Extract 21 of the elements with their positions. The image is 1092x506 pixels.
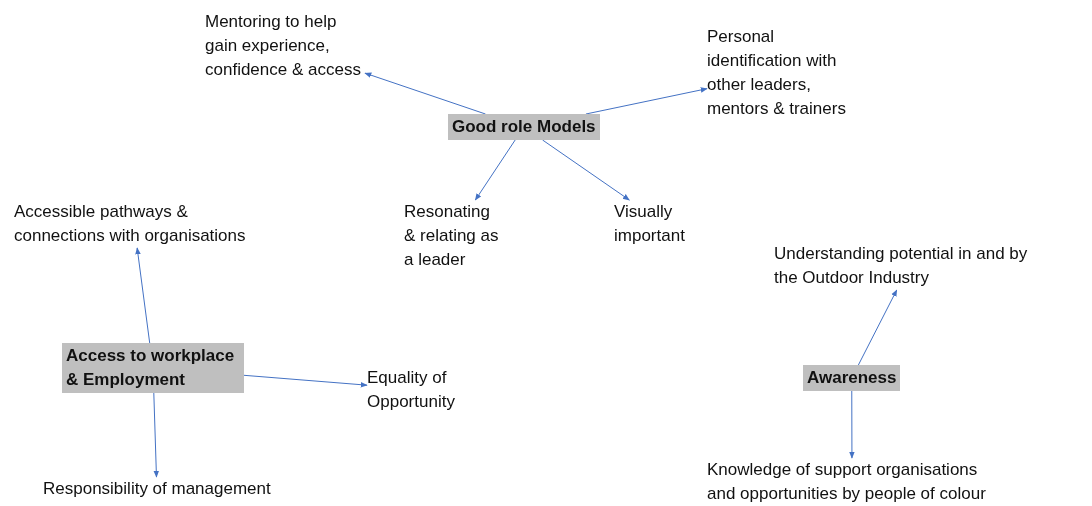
idea-text: Resonating & relating as a leader xyxy=(404,200,499,272)
arrow xyxy=(364,72,486,115)
topic-label: Awareness xyxy=(803,365,901,391)
arrow xyxy=(474,139,516,201)
arrow xyxy=(857,289,898,366)
arrow xyxy=(542,139,630,201)
idea-text: Mentoring to help gain experience, confidence & access xyxy=(205,10,365,82)
idea-text: Responsibility of management xyxy=(43,477,271,501)
arrow xyxy=(849,390,855,459)
idea-text: Visually important xyxy=(614,200,714,248)
arrow xyxy=(243,374,368,388)
idea-text: Accessible pathways & connections with organisations xyxy=(14,200,254,248)
arrow xyxy=(585,87,708,115)
topic-label: Access to workplace & Employment xyxy=(62,343,244,393)
arrow xyxy=(153,392,160,478)
topic-label: Good role Models xyxy=(448,114,600,140)
idea-text: Understanding potential in and by the Outdoor Industry xyxy=(774,242,1044,290)
idea-text: Knowledge of support organisations and opportunities by people of colour xyxy=(707,458,997,506)
arrow xyxy=(135,247,151,344)
idea-text: Personal identification with other leaders, mentors & trainers xyxy=(707,25,857,121)
idea-text: Equality of Opportunity xyxy=(367,366,487,414)
